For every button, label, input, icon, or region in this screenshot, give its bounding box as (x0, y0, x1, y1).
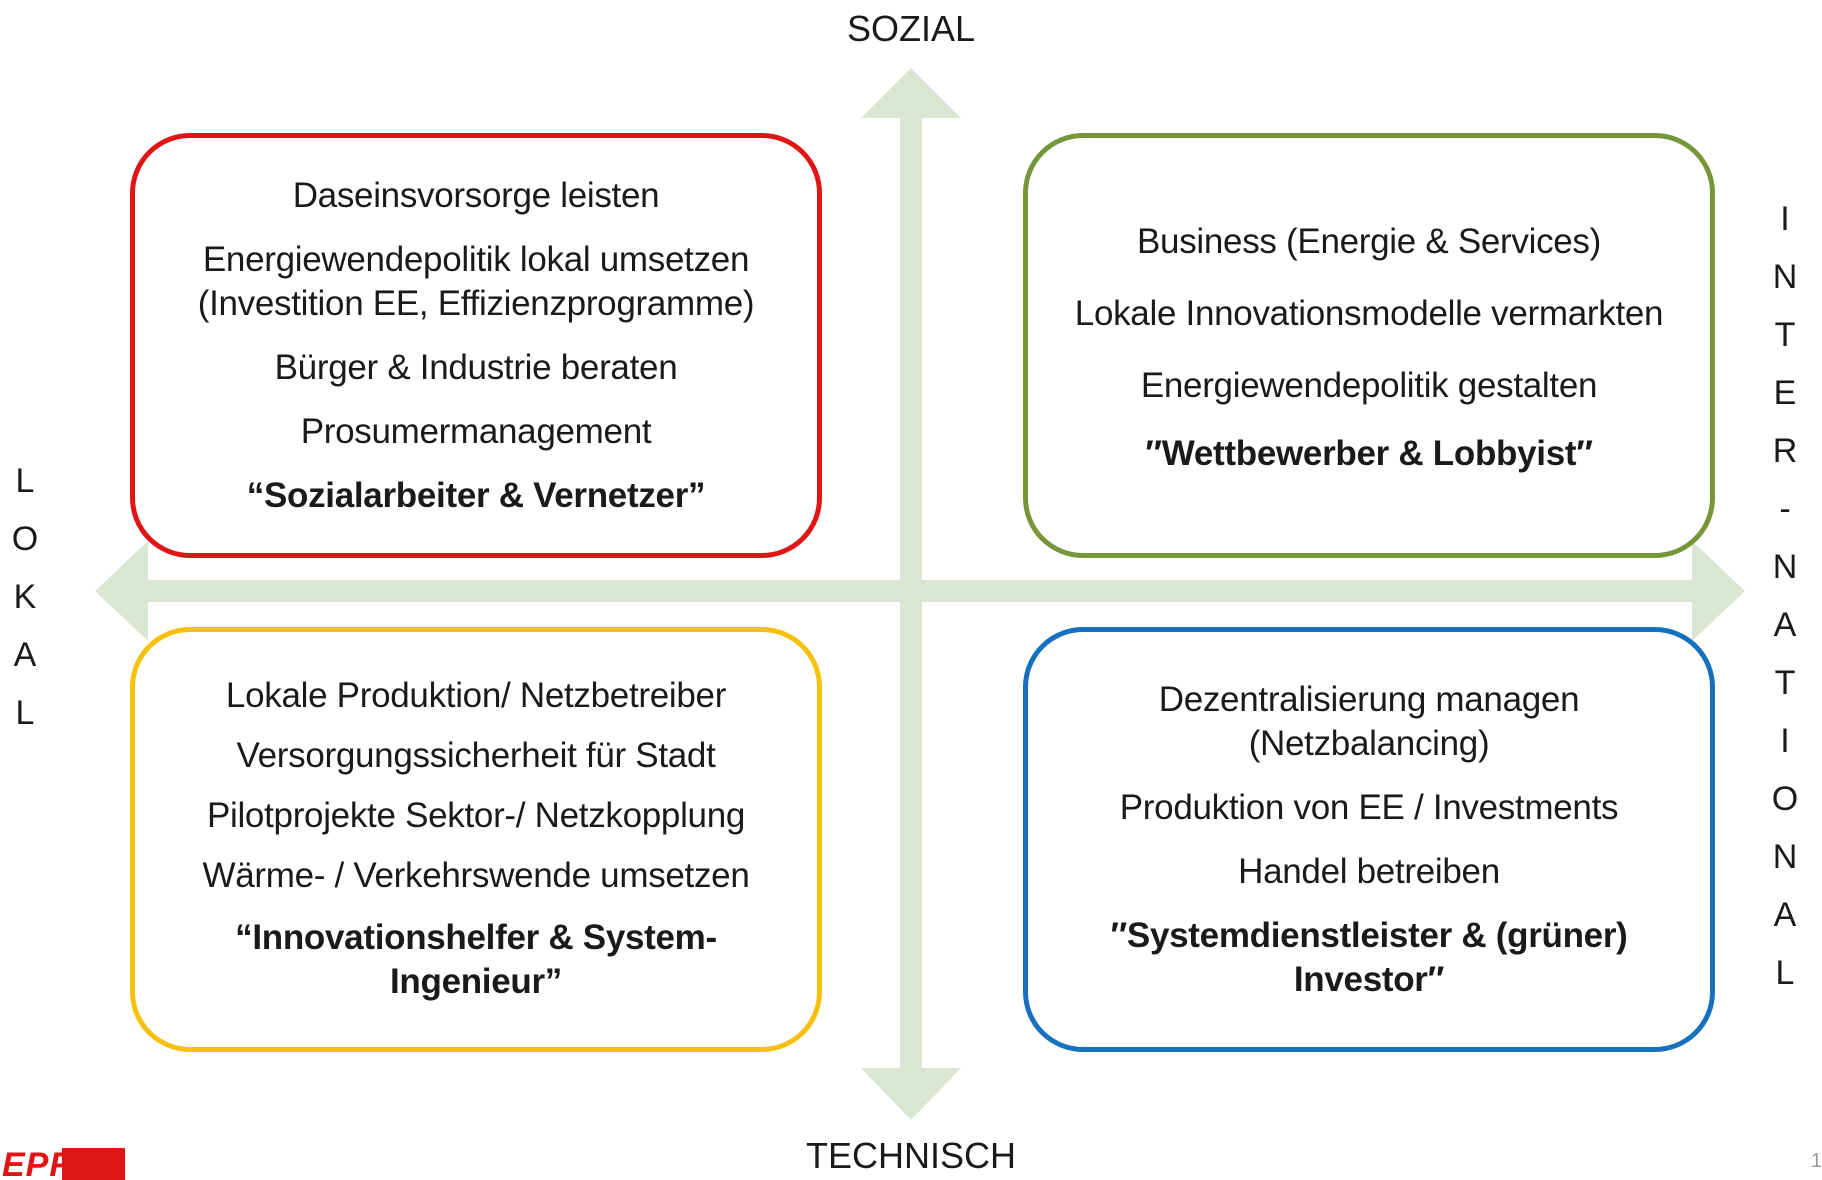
right-letter: I (1780, 200, 1790, 238)
quadrant-bottom-left: Lokale Produktion/ Netzbetreiber Versorg… (130, 627, 822, 1052)
quadrant-role: “Innovationshelfer & System-Ingenieur” (235, 917, 717, 1001)
right-letter: R (1772, 432, 1798, 470)
left-letter: K (13, 578, 37, 616)
quadrant-bottom-right: Dezentralisierung managen (Netzbalancing… (1023, 627, 1715, 1052)
quadrant-item: Handel betreiben (1238, 851, 1500, 891)
quadrant-item: Energiewendepolitik lokal umsetzen (Inve… (197, 239, 755, 323)
right-letter: N (1772, 838, 1798, 876)
quadrant-item: Daseinsvorsorge leisten (292, 175, 660, 215)
arrowhead-right (1692, 541, 1745, 641)
left-letter: O (11, 520, 39, 558)
right-letter: L (1775, 954, 1795, 992)
right-letter: N (1772, 258, 1798, 296)
quadrant-item: Business (Energie & Services) (1137, 221, 1601, 261)
quadrant-role: ″Wettbewerber & Lobbyist″ (1145, 433, 1593, 473)
quadrant-item: Prosumermanagement (300, 411, 652, 451)
right-letter: E (1773, 374, 1797, 412)
axis-label-right: I N T E R - N A T I O N A L (1755, 190, 1815, 1002)
quadrant-role: “Sozialarbeiter & Vernetzer” (246, 475, 706, 515)
quadrant-item: Versorgungssicherheit für Stadt (236, 735, 716, 775)
left-letter: L (15, 694, 35, 732)
right-letter: N (1772, 548, 1798, 586)
quadrant-item: Energiewendepolitik gestalten (1140, 365, 1598, 405)
quadrant-item: Wärme- / Verkehrswende umsetzen (202, 855, 750, 895)
right-letter: - (1779, 490, 1791, 528)
arrowhead-up (861, 68, 961, 118)
arrowhead-down (861, 1068, 961, 1120)
left-letter: A (13, 636, 37, 674)
quadrant-item: Lokale Produktion/ Netzbetreiber (225, 675, 727, 715)
quadrant-role: ″Systemdienstleister & (grüner) Investor… (1110, 915, 1628, 999)
axis-label-left: L O K A L (0, 452, 55, 742)
logo-bar (62, 1148, 125, 1180)
horizontal-axis-shaft (145, 580, 1700, 602)
quadrant-item: Dezentralisierung managen (Netzbalancing… (1158, 679, 1580, 763)
arrowhead-left (95, 541, 148, 641)
right-letter: T (1774, 316, 1796, 354)
quadrant-top-right: Business (Energie & Services) Lokale Inn… (1023, 133, 1715, 558)
axis-label-bottom: TECHNISCH (805, 1135, 1016, 1176)
axis-label-top: SOZIAL (846, 8, 976, 49)
right-letter: T (1774, 664, 1796, 702)
quadrant-top-left: Daseinsvorsorge leisten Energiewendepoli… (130, 133, 822, 558)
right-letter: A (1773, 896, 1797, 934)
right-letter: A (1773, 606, 1797, 644)
quadrant-item: Bürger & Industrie beraten (274, 347, 678, 387)
left-letter: L (15, 462, 35, 500)
quadrant-item: Pilotprojekte Sektor-/ Netzkopplung (206, 795, 746, 835)
quadrant-item: Produktion von EE / Investments (1119, 787, 1619, 827)
right-letter: I (1780, 722, 1790, 760)
quadrant-item: Lokale Innovationsmodelle vermarkten (1074, 293, 1664, 333)
right-letter: O (1771, 780, 1799, 818)
epfl-logo: EPFL (0, 1148, 125, 1180)
page-number: 1 (1810, 1150, 1822, 1172)
